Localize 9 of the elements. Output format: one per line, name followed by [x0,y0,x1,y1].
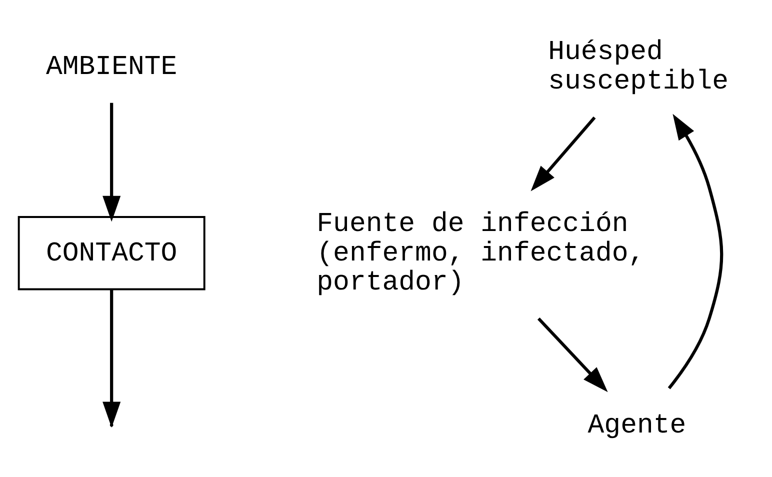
arrow [102,102,121,222]
node-text: Huésped susceptible [548,37,729,98]
node-box: CONTACTO [18,216,206,290]
arrow [530,116,596,192]
node-text: Agente [588,410,686,442]
node-text: Fuente de infección (enfermo, infectado, portador) [316,209,645,299]
arrow [668,114,724,390]
arrow [537,318,608,392]
node-text: AMBIENTE [46,52,178,83]
